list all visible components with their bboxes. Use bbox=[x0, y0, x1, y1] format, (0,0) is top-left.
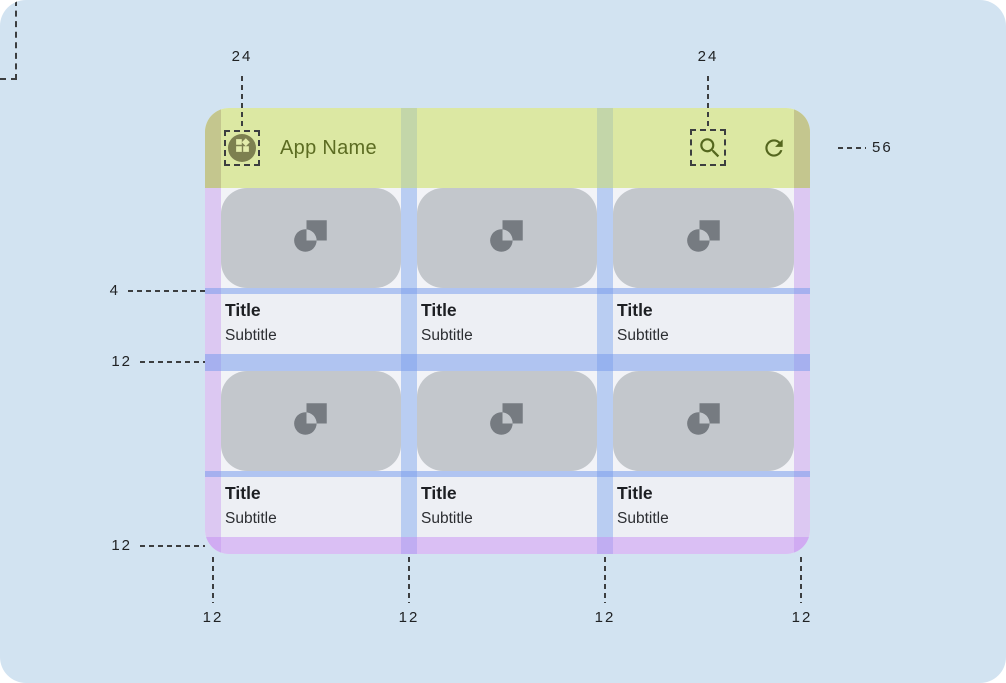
card[interactable]: Title Subtitle bbox=[221, 188, 401, 354]
card-image-placeholder bbox=[613, 188, 794, 288]
card-subtitle: Subtitle bbox=[617, 327, 669, 344]
image-placeholder-icon bbox=[480, 209, 534, 268]
refresh-button[interactable] bbox=[761, 135, 787, 161]
refresh-icon bbox=[761, 139, 787, 164]
card-subtitle: Subtitle bbox=[225, 510, 277, 527]
card-title: Title bbox=[421, 300, 457, 320]
top-app-bar: App Name bbox=[205, 108, 810, 188]
nav-icon-leader-line bbox=[241, 76, 243, 128]
search-button[interactable] bbox=[697, 135, 723, 161]
card-text-block: Title Subtitle bbox=[221, 477, 401, 537]
card[interactable]: Title Subtitle bbox=[417, 371, 597, 537]
image-placeholder-icon bbox=[480, 392, 534, 451]
nav-icon-size-label: 24 bbox=[231, 48, 253, 65]
action-icon-leader-line bbox=[707, 76, 709, 128]
card-subtitle: Subtitle bbox=[225, 327, 277, 344]
card-title: Title bbox=[421, 483, 457, 503]
right-margin-size-label: 12 bbox=[791, 609, 813, 626]
card-text-block: Title Subtitle bbox=[417, 477, 597, 537]
image-placeholder-icon bbox=[677, 392, 731, 451]
left-margin-leader-line bbox=[212, 557, 214, 603]
card[interactable]: Title Subtitle bbox=[221, 371, 401, 537]
card-image-placeholder bbox=[417, 188, 597, 288]
card-title: Title bbox=[225, 483, 261, 503]
row-gap-label: 12 bbox=[111, 353, 132, 370]
row-gap-leader-line bbox=[140, 361, 205, 363]
bottom-margin-label: 12 bbox=[111, 537, 132, 554]
nav-app-icon-button[interactable] bbox=[228, 134, 256, 162]
widgets-icon bbox=[234, 137, 251, 159]
appbar-height-leader-line bbox=[838, 147, 866, 149]
card[interactable]: Title Subtitle bbox=[417, 188, 597, 354]
card-subtitle: Subtitle bbox=[617, 510, 669, 527]
image-text-gap-leader-line bbox=[128, 290, 205, 292]
card-image-placeholder bbox=[613, 371, 794, 471]
card-text-block: Title Subtitle bbox=[613, 294, 794, 354]
bottom-margin-leader-line bbox=[140, 545, 205, 547]
gutter-leader-line bbox=[408, 557, 410, 603]
gutter-size-label: 12 bbox=[594, 609, 616, 626]
card-image-placeholder bbox=[221, 371, 401, 471]
card-image-placeholder bbox=[417, 371, 597, 471]
app-title: App Name bbox=[280, 137, 377, 159]
card-image-placeholder bbox=[221, 188, 401, 288]
appbar-height-bracket bbox=[0, 0, 17, 80]
card-text-block: Title Subtitle bbox=[221, 294, 401, 354]
gutter-leader-line bbox=[604, 557, 606, 603]
action-icon-size-label: 24 bbox=[697, 48, 719, 65]
bottom-margin-overlay bbox=[205, 537, 810, 554]
card-title: Title bbox=[225, 300, 261, 320]
appbar-height-label: 56 bbox=[872, 139, 893, 156]
card[interactable]: Title Subtitle bbox=[613, 188, 794, 354]
card-title: Title bbox=[617, 300, 653, 320]
card[interactable]: Title Subtitle bbox=[613, 371, 794, 537]
left-margin-size-label: 12 bbox=[202, 609, 224, 626]
card-title: Title bbox=[617, 483, 653, 503]
card-text-block: Title Subtitle bbox=[417, 294, 597, 354]
row-gap-overlay bbox=[205, 354, 810, 371]
gutter-size-label: 12 bbox=[398, 609, 420, 626]
app-layout-mock: App Name bbox=[205, 108, 810, 554]
right-margin-leader-line bbox=[800, 557, 802, 603]
image-text-gap-label: 4 bbox=[109, 282, 120, 299]
card-text-block: Title Subtitle bbox=[613, 477, 794, 537]
action-icon-bounds-box bbox=[690, 129, 726, 166]
image-placeholder-icon bbox=[677, 209, 731, 268]
image-placeholder-icon bbox=[284, 392, 338, 451]
search-icon bbox=[697, 138, 723, 164]
card-subtitle: Subtitle bbox=[421, 510, 473, 527]
card-subtitle: Subtitle bbox=[421, 327, 473, 344]
image-placeholder-icon bbox=[284, 209, 338, 268]
nav-icon-bounds-box bbox=[224, 130, 260, 166]
